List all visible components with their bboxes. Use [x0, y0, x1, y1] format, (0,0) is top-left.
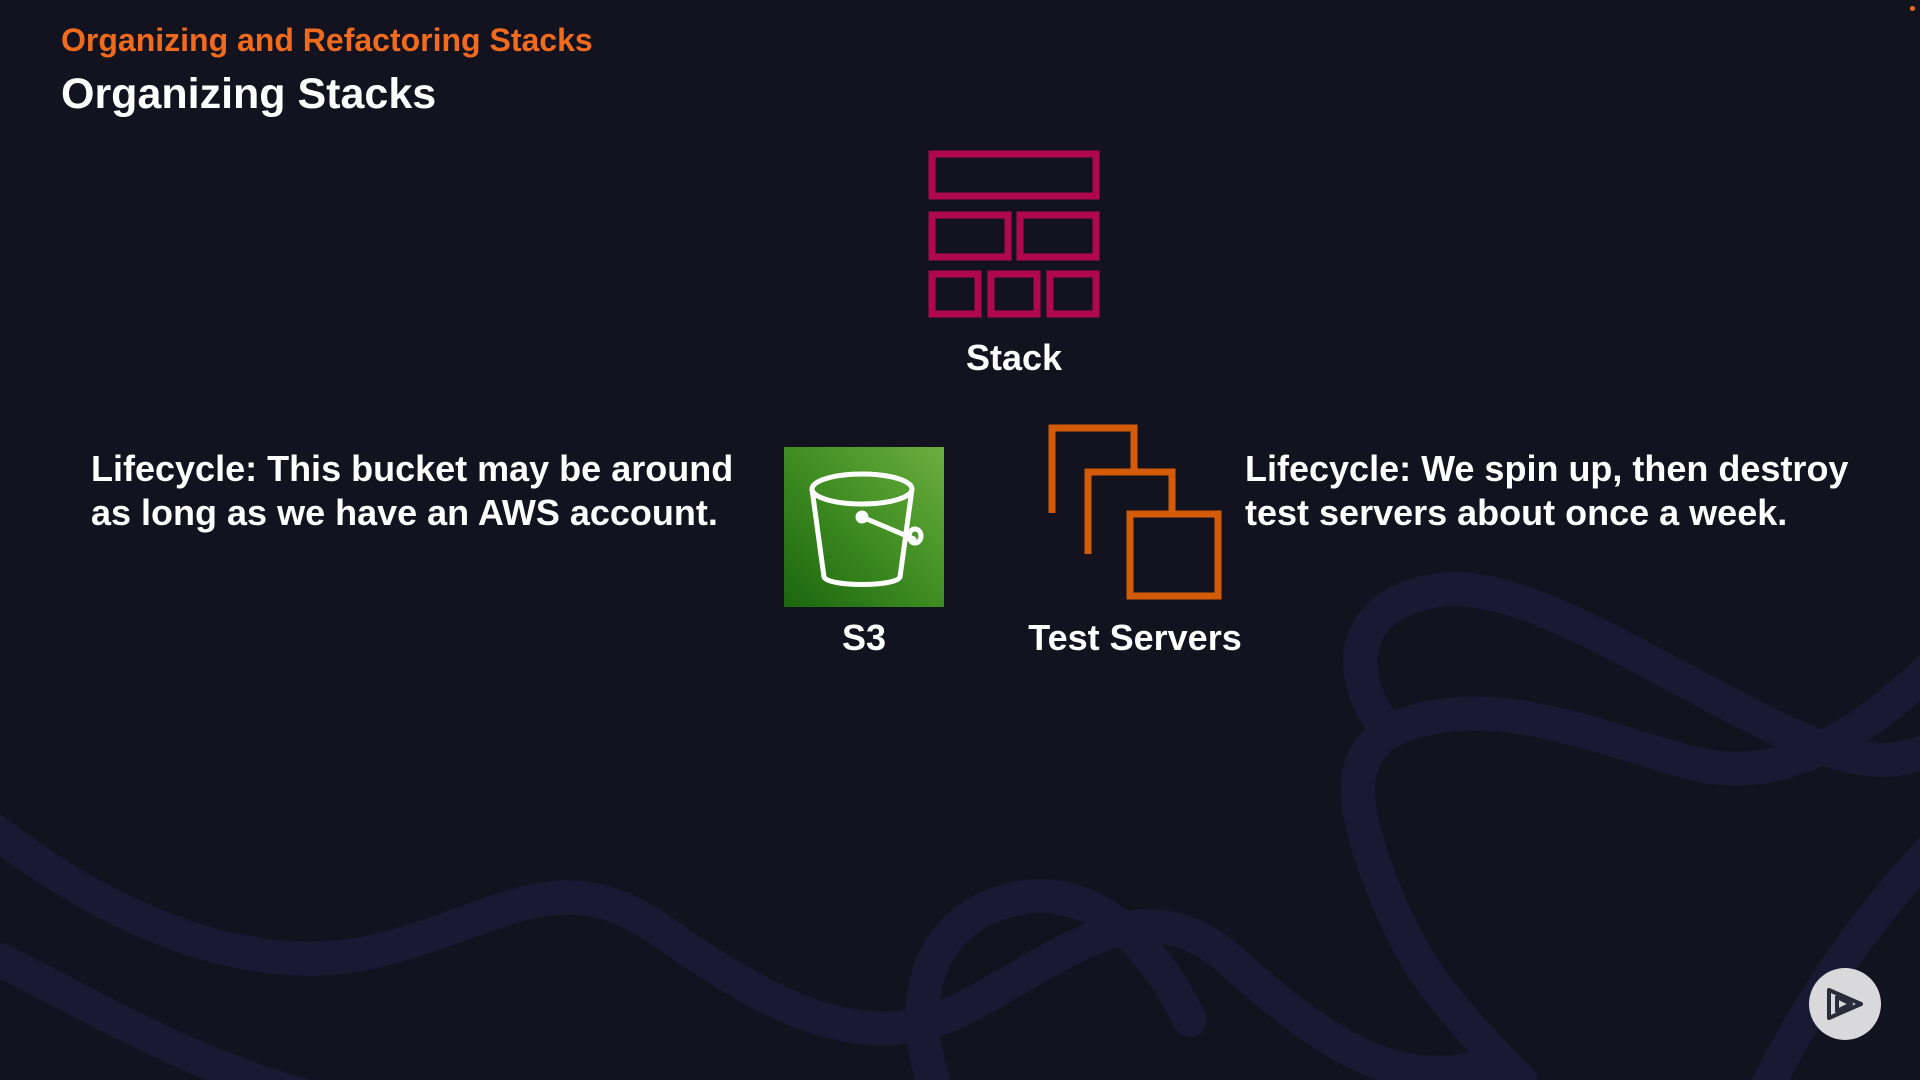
servers-icon: [1048, 424, 1222, 600]
corner-dot: [1910, 6, 1915, 11]
lifecycle-note-s3-line1: Lifecycle: This bucket may be around: [91, 448, 734, 489]
s3-label: S3: [841, 617, 887, 658]
lifecycle-note-servers-line2: test servers about once a week.: [1245, 492, 1788, 533]
module-title: Organizing and Refactoring Stacks: [61, 22, 593, 58]
play-button[interactable]: [1809, 968, 1881, 1040]
bucket-icon: [809, 471, 924, 587]
stack-icon: [928, 150, 1100, 318]
slide-title: Organizing Stacks: [61, 70, 437, 118]
s3-tile: [784, 447, 944, 607]
lifecycle-note-s3: Lifecycle: This bucket may be around as …: [91, 447, 733, 535]
lifecycle-note-servers: Lifecycle: We spin up, then destroy test…: [1245, 447, 1848, 535]
stack-label: Stack: [965, 337, 1063, 378]
play-icon: [1827, 988, 1863, 1020]
test-servers-label: Test Servers: [1028, 617, 1242, 658]
lifecycle-note-s3-line2: as long as we have an AWS account.: [91, 492, 718, 533]
lifecycle-note-servers-line1: Lifecycle: We spin up, then destroy: [1245, 448, 1849, 489]
